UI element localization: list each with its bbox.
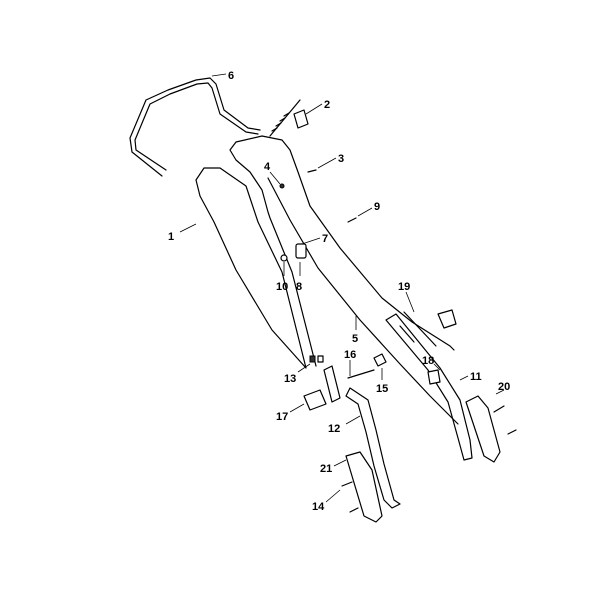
part-10-nut — [280, 254, 288, 262]
callout-10: 10 — [276, 281, 288, 293]
part-5-cable — [267, 177, 459, 425]
callout-4: 4 — [264, 161, 271, 173]
callout-11: 11 — [470, 371, 482, 383]
part-16-bolt — [347, 369, 375, 379]
part-17-clamp — [303, 389, 327, 411]
part-16-bar — [323, 365, 341, 403]
callout-18: 18 — [422, 355, 434, 367]
callout-2: 2 — [324, 99, 330, 111]
part-19-cam-lever — [437, 309, 457, 329]
part-4-screw — [279, 183, 285, 189]
part-3-screw — [307, 169, 317, 173]
callout-5: 5 — [352, 333, 358, 345]
part-6-bail-bar — [129, 77, 261, 177]
leader-3 — [317, 157, 337, 169]
leader-4 — [269, 171, 281, 185]
leader-17 — [289, 403, 305, 413]
part-9-screw — [347, 217, 357, 223]
part-13-nut — [309, 355, 316, 363]
part-1-upper-handle-outline — [195, 167, 307, 369]
part-8-sleeve — [295, 243, 307, 259]
part-20-bracket-plate — [465, 395, 501, 463]
part-14-bolt-b — [349, 507, 359, 513]
part-12-lower-tube-left — [345, 387, 401, 509]
part-11-lower-tube-right — [385, 313, 473, 461]
callout-14: 14 — [312, 501, 325, 513]
leader-20 — [495, 389, 505, 395]
part-20-bolt-a — [493, 405, 505, 413]
leader-6 — [211, 73, 227, 77]
callout-1: 1 — [168, 231, 174, 243]
leader-2 — [305, 103, 323, 115]
leader-1 — [179, 223, 197, 233]
part-20-bolt-b — [507, 429, 517, 435]
leader-19 — [405, 291, 415, 313]
callout-17: 17 — [276, 411, 288, 423]
callout-3: 3 — [338, 153, 344, 165]
callout-21: 21 — [320, 463, 332, 475]
leader-13 — [297, 363, 311, 373]
part-18-cam-lever — [427, 369, 441, 385]
callout-12: 12 — [328, 423, 340, 435]
leader-14 — [325, 489, 341, 503]
callout-15: 15 — [376, 383, 388, 395]
leader-9 — [357, 207, 373, 217]
callout-7: 7 — [322, 233, 328, 245]
callout-13: 13 — [284, 373, 296, 385]
leader-7 — [301, 237, 321, 245]
part-15-knob — [373, 353, 387, 367]
part-13-washer — [317, 355, 324, 363]
leader-21 — [333, 459, 347, 467]
callout-8: 8 — [296, 281, 302, 293]
part-14-bolt-a — [341, 481, 353, 487]
callout-9: 9 — [374, 201, 380, 213]
callout-6: 6 — [228, 70, 234, 82]
part-2-clip — [269, 99, 309, 137]
leader-18 — [433, 363, 441, 371]
callout-20: 20 — [498, 381, 510, 393]
callout-16: 16 — [344, 349, 356, 361]
part-21-bracket-plate — [345, 451, 383, 523]
callout-19: 19 — [398, 281, 410, 293]
leader-11 — [459, 375, 469, 381]
part-1-upper-handle — [229, 135, 455, 367]
part-19-lever-arm — [399, 311, 437, 347]
leader-12 — [345, 415, 361, 425]
